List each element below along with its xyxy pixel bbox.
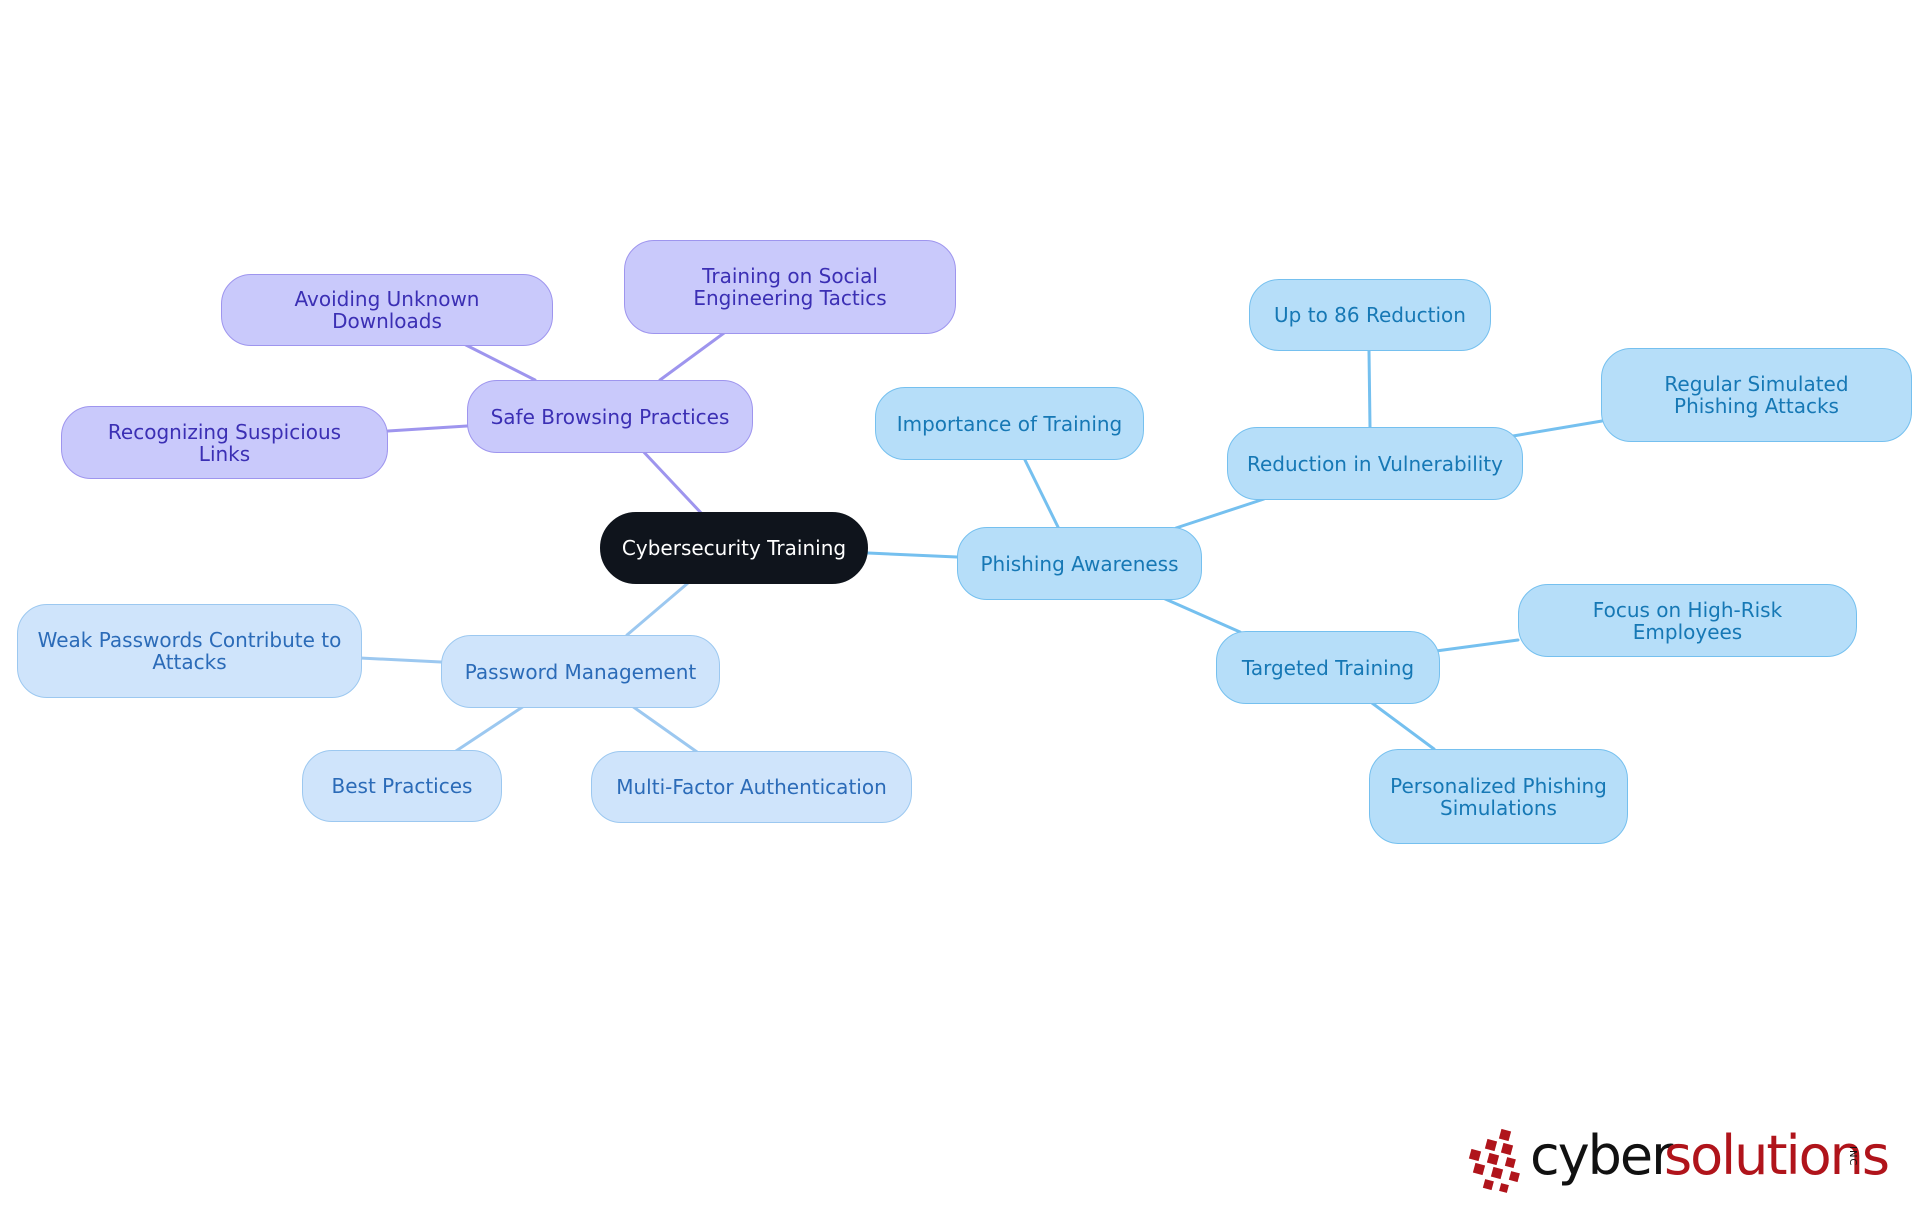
edge-safe-browsing-downloads [458, 340, 537, 382]
edge-root-phishing [866, 551, 959, 559]
node-regular-simulated-phishing: Regular Simulated Phishing Attacks [1601, 348, 1912, 442]
edge-safe-browsing-links [386, 424, 469, 433]
node-phishing-awareness: Phishing Awareness [957, 527, 1202, 600]
node-targeted-training: Targeted Training [1216, 631, 1440, 704]
logo-mark-icon [1468, 1128, 1520, 1193]
edge-reduction-simulated [1511, 419, 1604, 438]
edge-phishing-importance [1023, 458, 1060, 529]
edge-phishing-targeted [1161, 596, 1242, 634]
edge-phishing-reduction [1174, 497, 1266, 530]
node-focus-high-risk: Focus on High-Risk Employees [1518, 584, 1857, 657]
node-reduction-in-vulnerability: Reduction in Vulnerability [1227, 427, 1523, 500]
node-personalized-simulations: Personalized Phishing Simulations [1369, 749, 1628, 844]
edge-reduction-86 [1367, 349, 1372, 429]
logo-suffix: INC [1847, 1146, 1858, 1167]
cybersolutions-logo: cyber solutions INC [1462, 1120, 1890, 1200]
node-avoiding-unknown-downloads: Avoiding Unknown Downloads [221, 274, 553, 346]
node-multi-factor-authentication: Multi-Factor Authentication [591, 751, 912, 823]
edge-password-mfa [630, 704, 699, 754]
node-root: Cybersecurity Training [600, 512, 868, 584]
node-social-engineering: Training on Social Engineering Tactics [624, 240, 956, 334]
edge-root-password [625, 581, 690, 637]
node-importance-of-training: Importance of Training [875, 387, 1144, 460]
node-password-management: Password Management [441, 635, 720, 708]
edge-password-weak [358, 656, 443, 664]
node-suspicious-links: Recognizing Suspicious Links [61, 406, 388, 479]
logo-word-solutions: solutions [1664, 1124, 1890, 1187]
edge-targeted-personalized [1370, 701, 1436, 751]
node-best-practices: Best Practices [302, 750, 502, 822]
node-weak-passwords: Weak Passwords Contribute to Attacks [17, 604, 362, 698]
node-up-to-86-reduction: Up to 86 Reduction [1249, 279, 1491, 351]
edge-root-safe-browsing [638, 446, 705, 517]
edge-safe-browsing-social [658, 331, 726, 382]
node-safe-browsing: Safe Browsing Practices [467, 380, 753, 453]
edge-targeted-highrisk [1434, 638, 1520, 653]
logo-word-cyber: cyber [1530, 1124, 1673, 1187]
edge-password-best [454, 704, 526, 753]
